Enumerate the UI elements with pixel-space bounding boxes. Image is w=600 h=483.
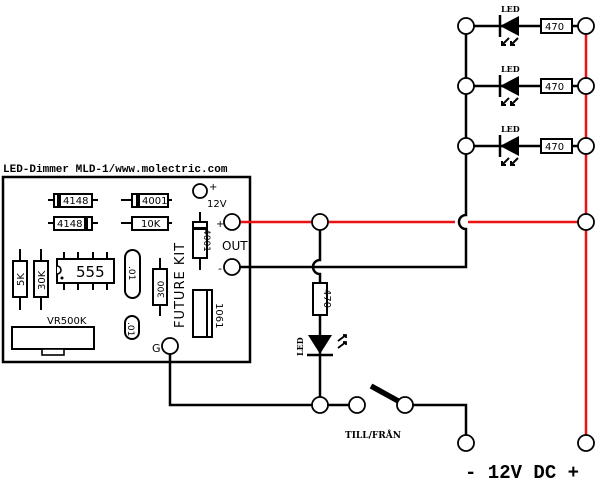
power-plus-terminal[interactable]	[577, 434, 595, 452]
resistor-label: 470	[545, 22, 564, 33]
ground-label: G	[152, 342, 161, 355]
ground-wire	[168, 346, 358, 407]
diagram-title: LED-Dimmer MLD-1/www.molectric.com	[3, 164, 228, 176]
led-branch: LED 470	[457, 124, 595, 166]
light-arrow-icon	[510, 37, 519, 46]
ic-555-label: 555	[76, 263, 105, 281]
light-arrow-icon	[501, 97, 510, 106]
potentiometer-vr500k: VR500K	[11, 316, 95, 356]
led-label: LED	[501, 4, 520, 14]
indicator-led: LED	[295, 334, 347, 357]
resistor-label: 470	[545, 142, 564, 153]
indicator-branch-wire	[311, 222, 322, 405]
negative-out-wire	[238, 26, 468, 269]
transistor-1061: 1061	[192, 289, 224, 338]
junction-positive	[311, 213, 329, 231]
capacitor-2: .01	[124, 315, 140, 340]
light-arrow-icon	[510, 97, 519, 106]
power-switch[interactable]	[369, 383, 402, 405]
indicator-led-label: LED	[295, 337, 305, 356]
resistor-symbol	[540, 138, 573, 154]
led-symbol	[500, 136, 519, 156]
led-symbol	[500, 16, 519, 36]
diode-4001-vertical-label: 4001	[201, 229, 211, 252]
branch-node-right	[577, 17, 595, 35]
led-label: LED	[501, 64, 520, 74]
diode-4001-horizontal: 4001	[121, 193, 172, 208]
branch-node-left	[457, 137, 475, 155]
branch-node-right	[577, 137, 595, 155]
supply-12v-label: 12V	[207, 199, 227, 210]
supply-terminal[interactable]	[192, 183, 208, 199]
switch-lever[interactable]	[369, 383, 402, 405]
resistor-300-label: 300	[157, 281, 167, 298]
light-arrow-icon	[510, 157, 519, 166]
led-branch: LED 470	[457, 64, 595, 106]
power-label: - 12V DC +	[465, 462, 579, 483]
light-arrow-icon	[501, 37, 510, 46]
ground-terminal[interactable]	[161, 337, 179, 355]
ic-555: 555	[56, 252, 115, 290]
pcb-board: 4148 4148 4001 10K + 12V	[1, 175, 252, 364]
branch-node-left	[457, 77, 475, 95]
resistor-5k-label: 5K	[16, 273, 27, 286]
diode-4001-label: 4001	[142, 196, 167, 207]
junction-ground	[311, 396, 329, 414]
indicator-resistor: 470	[312, 282, 332, 316]
diode-4148-1: 4148	[48, 193, 98, 208]
capacitor-1: .01	[124, 249, 141, 299]
capacitor-2-label: .01	[125, 322, 135, 336]
branch-node-right	[577, 77, 595, 95]
resistor-label: 470	[545, 82, 564, 93]
out-label: OUT	[222, 239, 248, 253]
diode-4148-2: 4148	[48, 216, 98, 231]
out-minus-label: -	[218, 262, 222, 275]
led-symbol	[500, 76, 519, 96]
capacitor-1-label: .01	[126, 266, 136, 280]
diode-4148-2-label: 4148	[57, 219, 82, 230]
light-arrow-icon	[501, 157, 510, 166]
indicator-resistor-label: 470	[321, 289, 332, 308]
branch-node-left	[457, 17, 475, 35]
transistor-1061-label: 1061	[213, 303, 224, 328]
switch-terminal-1[interactable]	[348, 396, 366, 414]
resistor-30k-label: 30K	[37, 270, 48, 290]
switch-output-wire	[405, 403, 468, 439]
resistor-10k: 10K	[121, 216, 172, 231]
resistor-symbol	[540, 18, 573, 34]
resistor-symbol	[540, 78, 573, 94]
supply-plus-label: +	[209, 182, 217, 193]
junction-positive-rail	[577, 213, 595, 231]
diode-4148-1-label: 4148	[63, 196, 88, 207]
potentiometer-label: VR500K	[47, 316, 87, 327]
diode-4001-vertical: 4001	[192, 212, 211, 270]
out-plus-label: +	[216, 219, 224, 230]
out-minus-terminal[interactable]	[223, 258, 241, 276]
resistor-30k: 30K	[33, 249, 49, 310]
power-minus-terminal[interactable]	[457, 434, 475, 452]
board-brand-label: FUTURE KIT	[173, 242, 188, 328]
resistor-10k-label: 10K	[141, 219, 161, 230]
resistor-5k: 5K	[12, 249, 28, 310]
switch-terminal-2[interactable]	[396, 396, 414, 414]
out-plus-terminal[interactable]	[223, 213, 241, 231]
switch-label: TILL/FRÅN	[345, 429, 401, 441]
resistor-300: 300	[152, 258, 168, 316]
led-branch: LED 470	[457, 4, 595, 46]
led-label: LED	[501, 124, 520, 134]
